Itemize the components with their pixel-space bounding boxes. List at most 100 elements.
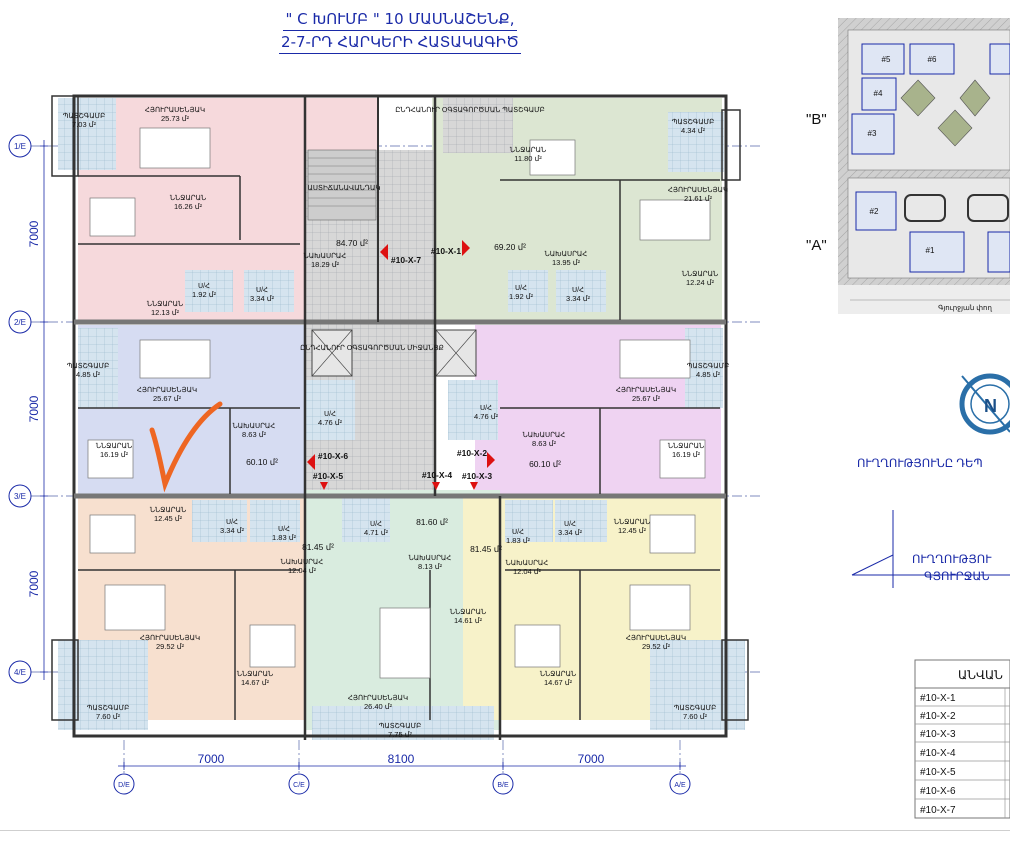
apartment-markers: [307, 240, 495, 490]
apt-code: #10-X-5: [313, 471, 344, 481]
legend-row: #10-X-6: [920, 786, 956, 797]
axis-col-label: C/E: [293, 782, 305, 789]
col-dimension: 7000: [578, 752, 605, 766]
room-area: 12.45 մ²: [618, 526, 647, 535]
room-name: ՊԱՏՇԳԱՄԲ: [674, 704, 717, 712]
apt-total: 60.10 մ²: [529, 459, 561, 469]
room-area: 14.67 մ²: [241, 678, 270, 687]
axis-col-bubbles: D/E C/E B/E A/E: [113, 773, 691, 795]
legend-row: #10-X-4: [920, 748, 956, 759]
apt-total: 81.45 մ²: [302, 542, 334, 552]
row-dimension: 7000: [27, 395, 41, 422]
room-area: 14.67 մ²: [544, 678, 573, 687]
site-block-number: #2: [870, 207, 879, 216]
room-area: 25.73 մ²: [161, 114, 190, 123]
compass-north: N: [984, 396, 997, 416]
room-area: 1.92 մ²: [509, 292, 533, 301]
furniture: [87, 127, 711, 679]
room-area: 25.67 մ²: [632, 394, 661, 403]
room-area: 29.52 մ²: [642, 642, 671, 651]
room-name: ՀՅՈՒՐԱՍԵՆՅԱԿ: [616, 386, 676, 394]
room-name: Ս/Հ: [324, 410, 336, 418]
apartment-totals: 84.70 մ² 69.20 մ² 60.10 մ² 60.10 մ² 81.4…: [246, 238, 561, 554]
legend-row: #10-X-1: [920, 693, 956, 704]
room-area: 14.61 մ²: [454, 616, 483, 625]
room-area: 4.85 մ²: [696, 370, 720, 379]
room-name: Ս/Հ: [370, 520, 382, 528]
room-area: 12.13 մ²: [151, 308, 180, 317]
room-area: 7.60 մ²: [683, 712, 707, 721]
walls: [51, 94, 749, 740]
apt-total: 69.20 մ²: [494, 242, 526, 252]
room-name: ՆԱԽԱՍՐԱՀ: [409, 554, 452, 562]
direction-label-1: ՈՒՂՂՈՒԹՅՈՒ: [912, 554, 992, 566]
site-block-b-label: "B": [806, 111, 827, 128]
compass-label: ՈՒՂՂՈՒԹՅՈՒՆԸ ԴԵՊ: [857, 458, 983, 470]
room-name: ԸՆԴՀԱՆՈՒՐ ՕԳՏԱԳՈՐԾՄԱՆ ՄԻՋԱՆՑՔ: [300, 344, 444, 352]
room-name: ՆՆՋԱՐԱՆ: [510, 146, 546, 154]
row-dimension: 7000: [27, 570, 41, 597]
room-name: ՆՆՋԱՐԱՆ: [96, 442, 132, 450]
room-name: Ս/Հ: [480, 404, 492, 412]
room-name: Ս/Հ: [256, 286, 268, 294]
room-name: ՆՆՋԱՐԱՆ: [170, 194, 206, 202]
room-name: ՀՅՈՒՐԱՍԵՆՅԱԿ: [140, 634, 200, 642]
room-area: 1.92 մ²: [192, 290, 216, 299]
room-area: 3.34 մ²: [250, 294, 274, 303]
room-name: ՆՆՋԱՐԱՆ: [614, 518, 650, 526]
room-area: 7.03 մ²: [72, 120, 96, 129]
axis-col-label: A/E: [674, 782, 686, 789]
room-name: ՀՅՈՒՐԱՍԵՆՅԱԿ: [145, 106, 205, 114]
room-area: 25.67 մ²: [153, 394, 182, 403]
room-area: 8.63 մ²: [242, 430, 266, 439]
room-area: 12.24 մ²: [686, 278, 715, 287]
room-name: ՆՆՋԱՐԱՆ: [237, 670, 273, 678]
compass-icon: N: [959, 373, 1010, 435]
plan-title-line2: 2-7-ՐԴ ՀԱՐԿԵՐԻ ՀԱՏԱԿԱԳԻԾ: [279, 31, 521, 54]
site-block-number: #1: [926, 246, 935, 255]
row-dimensions: 7000 7000 7000: [27, 220, 41, 597]
col-dimension: 7000: [198, 752, 225, 766]
room-area: 3.34 մ²: [566, 294, 590, 303]
axis-row-bubbles: 1/E 2/E 3/E 4/E: [8, 134, 32, 684]
site-block-number: #6: [928, 55, 937, 64]
room-area: 26.40 մ²: [364, 702, 393, 711]
room-name: ՆԱԽԱՍՐԱՀ: [545, 250, 588, 258]
apartment-codes: #10-X-7 #10-X-1 #10-X-6 #10-X-2 #10-X-5 …: [313, 246, 493, 481]
direction-marker: [851, 510, 1010, 588]
room-area: 13.95 մ²: [552, 258, 581, 267]
apt-total: 81.45 մ²: [470, 544, 502, 554]
room-area: 1.83 մ²: [506, 536, 530, 545]
room-name: ՆԱԽԱՍՐԱՀ: [506, 559, 549, 567]
room-name: ՆԱԽԱՍՐԱՀ: [304, 252, 347, 260]
room-name: ՀՅՈՒՐԱՍԵՆՅԱԿ: [668, 186, 728, 194]
room-name: ՆՆՋԱՐԱՆ: [150, 506, 186, 514]
site-block-number: #5: [882, 55, 891, 64]
room-name: ՆՆՋԱՐԱՆ: [540, 670, 576, 678]
axis-row-label: 1/E: [14, 142, 26, 151]
stair: [307, 149, 377, 221]
apt-code: #10-X-2: [457, 448, 488, 458]
col-dimension: 8100: [388, 752, 415, 766]
room-area: 3.34 մ²: [558, 528, 582, 537]
apt-code: #10-X-3: [462, 471, 493, 481]
room-name: ՆՆՋԱՐԱՆ: [682, 270, 718, 278]
room-name: ԸՆԴՀԱՆՈՒՐ ՕԳՏԱԳՈՐԾՄԱՆ ՊԱՏՇԳԱՄԲ: [395, 106, 545, 114]
direction-label-2: ԳՅՈՒՐՋԱՆ: [924, 571, 990, 583]
room-area: 3.34 մ²: [220, 526, 244, 535]
room-name: ՆԱԽԱՍՐԱՀ: [523, 431, 566, 439]
site-block-a-label: "A": [806, 237, 827, 254]
room-area: 16.26 մ²: [174, 202, 203, 211]
room-name: ՆԱԽԱՍՐԱՀ: [233, 422, 276, 430]
room-area: 8.63 մ²: [532, 439, 556, 448]
dimension-lines: [40, 140, 686, 770]
row-dimension: 7000: [27, 220, 41, 247]
room-area: 29.52 մ²: [156, 642, 185, 651]
room-name: ՊԱՏՇԳԱՄԲ: [87, 704, 130, 712]
room-area: 12.04 մ²: [513, 567, 542, 576]
site-block-number: #4: [874, 89, 883, 98]
room-area: 4.76 մ²: [474, 412, 498, 421]
room-area: 7.75 մ²: [388, 730, 412, 739]
room-name: ՊԱՏՇԳԱՄԲ: [687, 362, 730, 370]
